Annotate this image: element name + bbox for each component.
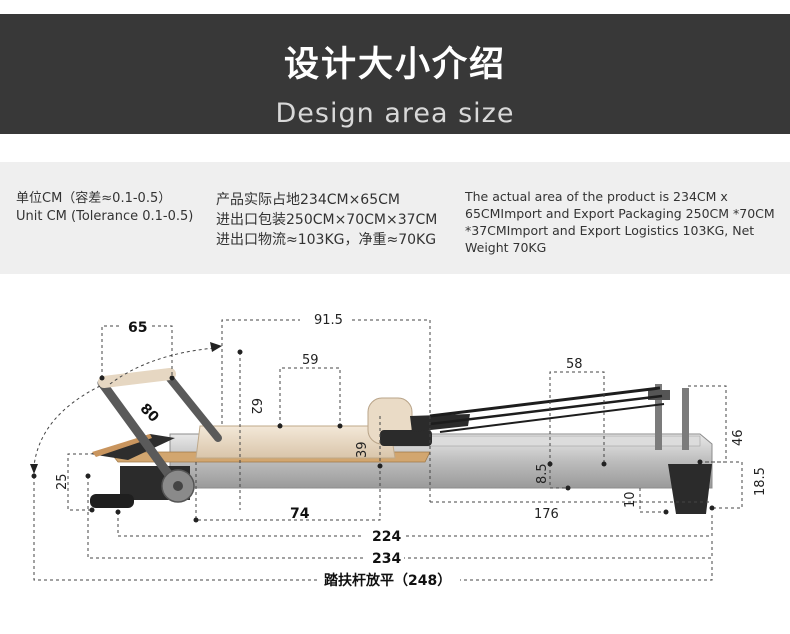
dim-224-line (117, 512, 713, 537)
dim-74-line (195, 462, 381, 521)
dot (85, 473, 91, 479)
dot (89, 507, 95, 513)
spec-en-text: The actual area of the product is 234CM … (465, 189, 775, 255)
label-backgrounds (120, 312, 460, 588)
dim-label-74: 74 (290, 506, 310, 522)
dim-58-line (549, 371, 605, 464)
rope-2 (429, 394, 663, 426)
dot (193, 517, 199, 523)
bg-224 (364, 528, 404, 544)
footbar-swing-arc (33, 385, 101, 467)
spec-cn-line-1: 产品实际占地234CM×65CM (216, 192, 400, 208)
dim-label-footbar: 踏扶杆放平（248） (324, 572, 451, 589)
unit-cn: 单位CM（容差≈0.1-0.5） (16, 191, 172, 206)
bg-234 (364, 550, 404, 566)
dim-label-65: 65 (128, 320, 147, 336)
dot (697, 459, 703, 465)
carriage (195, 425, 396, 459)
dim-59-line (279, 367, 341, 426)
dot (565, 485, 571, 491)
arrow-down (30, 464, 38, 474)
dimension-markers (30, 342, 715, 523)
dot (99, 375, 105, 381)
dot (377, 463, 383, 469)
dim-label-39: 39 (355, 441, 370, 458)
footbar-pivot-center (173, 481, 183, 491)
header-banner: 设计大小介绍 Design area size (0, 14, 790, 134)
dim-8-5-line (549, 464, 568, 489)
bg-65 (120, 318, 150, 334)
dim-label-8-5: 8.5 (535, 463, 550, 484)
dot (277, 423, 283, 429)
spec-cn-line-3: 进出口物流≈103KG，净重≈70KG (216, 232, 437, 248)
rear-leg (668, 464, 712, 514)
dim-label-18-5: 18.5 (753, 467, 768, 496)
dim-label-46: 46 (731, 429, 746, 446)
dot (31, 473, 37, 479)
dot (601, 461, 607, 467)
dim-label-58: 58 (566, 357, 583, 372)
unit-column: 单位CM（容差≈0.1-0.5） Unit CM (Tolerance 0.1-… (16, 190, 193, 226)
dot (115, 509, 121, 515)
bg-91-5 (300, 312, 352, 328)
front-foot (90, 494, 134, 508)
dim-label-62: 62 (248, 398, 263, 415)
dim-label-234: 234 (372, 551, 401, 567)
rope-3 (439, 403, 665, 433)
footbar-arm-left (97, 378, 185, 495)
foot-platform-wood (92, 434, 152, 457)
rear-post (655, 384, 662, 450)
dim-label-224: 224 (372, 529, 401, 545)
spec-en-column: The actual area of the product is 234CM … (465, 188, 785, 256)
dim-91-5-line (221, 319, 431, 502)
dim-18-5-line (706, 461, 743, 509)
dim-label-25: 25 (55, 473, 70, 490)
dim-248-line (33, 476, 713, 581)
spec-cn-column: 产品实际占地234CM×65CM 进出口包装250CM×70CM×37CM 进出… (216, 190, 437, 250)
rope-1 (429, 386, 661, 418)
dot (547, 461, 553, 467)
reformer-dimension-diagram: 65 91.5 59 58 80 62 39 46 25 8.5 18.5 10… (30, 312, 768, 589)
dot (663, 509, 669, 515)
dim-25-line (67, 453, 92, 511)
spec-panel: 单位CM（容差≈0.1-0.5） Unit CM (Tolerance 0.1-… (0, 162, 790, 274)
dot (337, 423, 343, 429)
reformer-machine (90, 368, 713, 514)
dim-label-80: 80 (137, 401, 162, 426)
rear-post-2 (682, 388, 689, 450)
post-clip (648, 390, 670, 400)
spec-cn-line-2: 进出口包装250CM×70CM×37CM (216, 212, 438, 228)
bg-248 (320, 572, 460, 588)
foot-platform (90, 434, 175, 460)
dim-label-59: 59 (302, 353, 319, 368)
dimension-lines (33, 319, 743, 581)
dim-10-line (639, 488, 666, 513)
arrow-up-right (210, 342, 222, 352)
dot (709, 505, 715, 511)
title-english: Design area size (275, 98, 515, 129)
dim-label-10: 10 (623, 491, 638, 508)
dim-label-91-5: 91.5 (314, 313, 343, 328)
unit-en: Unit CM (Tolerance 0.1-0.5) (16, 209, 194, 224)
dim-label-176: 176 (534, 507, 559, 522)
footbar-arm-right (164, 372, 222, 442)
dot (237, 349, 243, 355)
headrest-strap (380, 430, 432, 446)
footbar-bar (98, 368, 176, 388)
dim-234-line (87, 476, 713, 559)
dot (169, 375, 175, 381)
title-chinese: 设计大小介绍 (283, 45, 506, 85)
